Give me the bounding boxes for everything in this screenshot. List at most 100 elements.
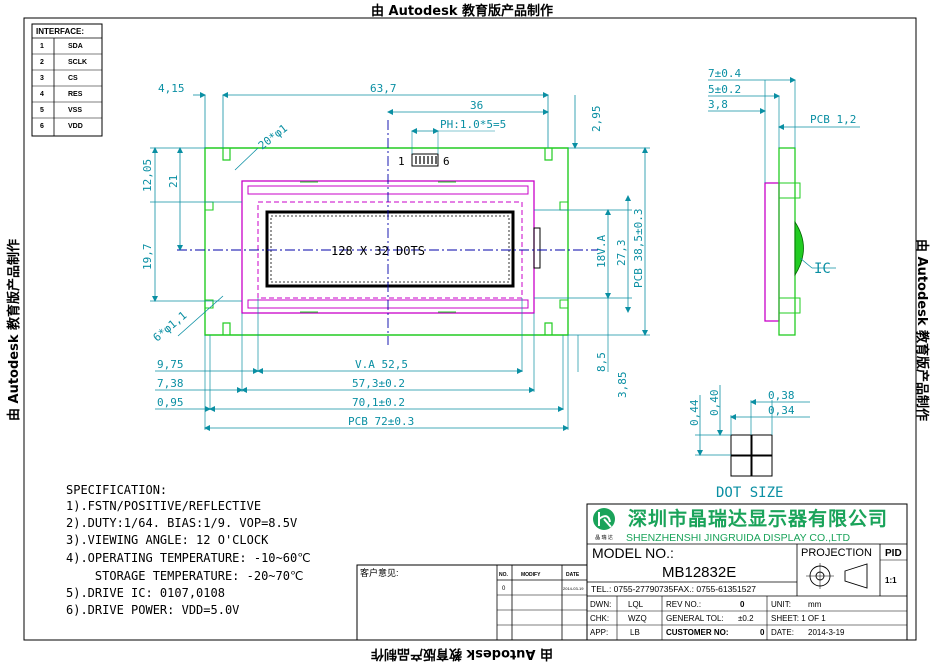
- interface-no-6: 6: [40, 123, 44, 130]
- dim-left-12-05: 12,05: [141, 159, 154, 192]
- dim-bottom-9-75: 9,75: [157, 358, 184, 371]
- customer-col-date: DATE: [566, 572, 580, 578]
- dim-right-27-3: 27,3: [615, 240, 628, 267]
- dim-top-2-95: 2,95: [590, 106, 603, 133]
- interface-no-2: 2: [40, 59, 44, 66]
- ic-label: IC: [814, 261, 831, 277]
- dot-size-caption: DOT SIZE: [716, 485, 783, 501]
- company-name-en: SHENZHENSHI JINGRUIDA DISPLAY CO.,LTD: [626, 532, 850, 544]
- dim-bottom-0-95: 0,95: [157, 396, 184, 409]
- ic-blob: [794, 220, 804, 277]
- spec-title: SPECIFICATION:: [66, 483, 167, 497]
- pid-label: PID: [885, 548, 902, 559]
- side-dim-7: 7±0.4: [708, 67, 741, 80]
- watermark-bottom: 由 Autodesk 教育版产品制作: [371, 646, 553, 662]
- side-dim-pcb: PCB 1,2: [810, 113, 856, 126]
- interface-no-3: 3: [40, 75, 44, 82]
- app-label: APP:: [590, 628, 608, 637]
- title-block: 晶 瑞 达 深圳市晶瑞达显示器有限公司 SHENZHENSHI JINGRUID…: [586, 503, 908, 641]
- interface-title: INTERFACE:: [36, 27, 84, 36]
- interface-sig-3: CS: [68, 75, 78, 82]
- pin6-label: 6: [443, 155, 450, 168]
- projection-symbol-icon: [806, 563, 868, 589]
- pin-header: [411, 153, 439, 167]
- dim-bottom-va: V.A 52,5: [355, 358, 408, 371]
- company-name-cn: 深圳市晶瑞达显示器有限公司: [628, 507, 888, 530]
- date-value: 2014-3-19: [808, 628, 845, 637]
- dim-right-3-85: 3,85: [616, 372, 629, 399]
- projection-label: PROJECTION: [801, 547, 872, 559]
- customer-col-no: NO.: [499, 572, 509, 578]
- interface-sig-4: RES: [68, 91, 83, 98]
- interface-sig-5: VSS: [68, 107, 82, 114]
- spec-line-7: 6).DRIVE POWER: VDD=5.0V: [66, 603, 239, 617]
- company-logo: 晶 瑞 达: [593, 508, 615, 541]
- unit-label: UNIT:: [771, 600, 791, 609]
- display-area: [265, 210, 515, 288]
- dwn-label: DWN:: [590, 600, 611, 609]
- dot-dim-0-38: 0,38: [768, 389, 795, 402]
- front-view: 1 6 128 X 32 DOTS 4,15 63,7 36 PH:1.0*5=…: [141, 82, 650, 431]
- dim-bottom-70-1: 70,1±0.2: [352, 396, 405, 409]
- interface-no-5: 5: [40, 107, 44, 114]
- dim-bottom-pcb: PCB 72±0.3: [348, 415, 414, 428]
- tol-value: ±0.2: [738, 614, 754, 623]
- dim-top-63-7: 63,7: [370, 82, 397, 95]
- spec-line-1: 1).FSTN/POSITIVE/REFLECTIVE: [66, 499, 261, 513]
- watermark-top: 由 Autodesk 教育版产品制作: [371, 3, 553, 19]
- dwn-value: LQL: [628, 600, 644, 609]
- interface-no-1: 1: [40, 43, 44, 50]
- display-dots-label: 128 X 32 DOTS: [331, 244, 425, 258]
- side-dim-5: 5±0.2: [708, 83, 741, 96]
- dim-bottom-57-3: 57,3±0.2: [352, 377, 405, 390]
- customer-no-label: CUSTOMER NO:: [666, 628, 729, 637]
- dot-dim-0-34: 0,34: [768, 404, 795, 417]
- interface-sig-2: SCLK: [68, 59, 87, 66]
- interface-table: INTERFACE: 1 SDA 2 SCLK 3 CS 4 RES 5 VSS…: [31, 23, 103, 137]
- spec-line-4: 4).OPERATING TEMPERATURE: -10~60℃: [66, 551, 311, 565]
- date-label: DATE:: [771, 628, 794, 637]
- side-view: IC 7±0.4 5±0.2 3,8 PCB 1,2: [708, 67, 860, 336]
- customer-row-no: 0: [502, 586, 506, 592]
- customer-row-date: 2014-03-19: [563, 586, 584, 591]
- dim-right-pcb: PCB 38,5±0.3: [632, 209, 645, 288]
- unit-value: mm: [808, 600, 822, 609]
- pin1-label: 1: [398, 155, 405, 168]
- sheet-value: SHEET: 1 OF 1: [771, 614, 826, 623]
- model-value: MB12832E: [662, 564, 736, 581]
- interface-sig-6: VDD: [68, 123, 83, 130]
- dim-top-36: 36: [470, 99, 483, 112]
- spec-line-3: 3).VIEWING ANGLE: 12 O'CLOCK: [66, 533, 269, 547]
- rev-label: REV NO.:: [666, 600, 701, 609]
- spec-line-6: 5).DRIVE IC: 0107,0108: [66, 586, 225, 600]
- customer-label: 客户意见:: [360, 567, 399, 578]
- model-label: MODEL NO.:: [592, 545, 674, 561]
- hole-callout-bottom: 6*φ1,1: [151, 309, 190, 345]
- dim-left-21: 21: [167, 175, 180, 188]
- specification: SPECIFICATION: 1).FSTN/POSITIVE/REFLECTI…: [66, 483, 311, 617]
- watermark-right: 由 Autodesk 教育版产品制作: [914, 239, 930, 421]
- app-value: LB: [630, 628, 640, 637]
- dim-bottom-7-38: 7,38: [157, 377, 184, 390]
- spec-line-2: 2).DUTY:1/64. BIAS:1/9. VOP=8.5V: [66, 516, 297, 530]
- interface-no-4: 4: [40, 91, 44, 98]
- dot-dim-0-44: 0,44: [688, 399, 701, 426]
- customer-box: 客户意见: NO. MODIFY DATE 0 2014-03-19: [356, 564, 588, 641]
- dim-right-8-5: 8,5: [595, 352, 608, 372]
- dim-pin-pitch: PH:1.0*5=5: [440, 118, 506, 131]
- interface-sig-1: SDA: [68, 43, 83, 50]
- dot-detail: 0,38 0,34 0,44 0,40 DOT SIZE: [688, 385, 810, 501]
- dim-right-18va: 18V.A: [595, 235, 608, 268]
- watermark-left: 由 Autodesk 教育版产品制作: [6, 239, 22, 421]
- spec-line-5: STORAGE TEMPERATURE: -20~70℃: [66, 569, 303, 583]
- tol-label: GENERAL TOL:: [666, 614, 724, 623]
- customer-no-value: 0: [760, 628, 765, 637]
- side-dim-3-8: 3,8: [708, 98, 728, 111]
- rev-value: 0: [740, 600, 745, 609]
- tel-fax: TEL.: 0755-27790735FAX.: 0755-61351527: [591, 584, 756, 594]
- chk-value: WZQ: [628, 614, 647, 623]
- logo-text: 晶 瑞 达: [595, 534, 613, 541]
- dot-dim-0-40: 0,40: [708, 390, 721, 417]
- scale-value: 1:1: [885, 576, 897, 585]
